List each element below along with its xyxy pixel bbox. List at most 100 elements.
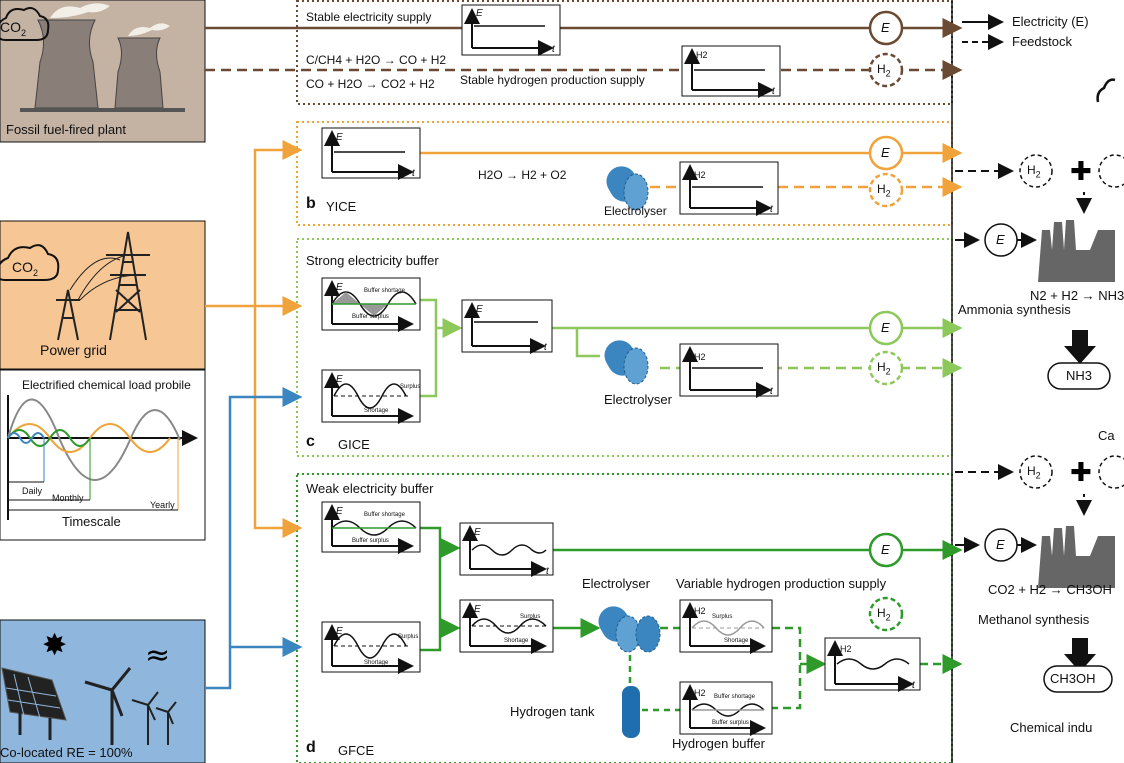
fossil-plant-label: Fossil fuel-fired plant xyxy=(6,122,126,137)
stable-electricity-label: Stable electricity supply xyxy=(306,10,432,24)
electrolysis-reaction: H2O → H2 + O2 xyxy=(478,168,567,182)
gice-box xyxy=(296,238,953,457)
graph-gfce-grid-buffer xyxy=(321,501,421,554)
ammonia-equation: N2 + H2 → NH3 xyxy=(1030,288,1124,303)
shortage-label: Shortage xyxy=(724,638,749,644)
graph-gice-electricity xyxy=(461,299,553,354)
node-e-label: E xyxy=(881,20,890,35)
cloud-icon xyxy=(1096,78,1116,103)
electrolyser-icon xyxy=(606,166,649,211)
stable-hydrogen-label: Stable hydrogen production supply xyxy=(460,73,645,87)
axis-label-h2: H2 xyxy=(694,606,706,616)
strong-buffer-title: Strong electricity buffer xyxy=(306,253,439,268)
node-h2 xyxy=(868,52,904,88)
hydrogen-buffer-label: Hydrogen buffer xyxy=(672,736,765,751)
methanol-equation: CO2 + H2 → CH3OH xyxy=(988,582,1112,597)
graph-gfce-electricity xyxy=(459,522,554,577)
axis-label-t: t xyxy=(546,566,549,577)
cooling-tower-icon xyxy=(114,37,164,109)
axis-label-e: E xyxy=(476,8,483,19)
ch3oh-pill xyxy=(1043,665,1113,693)
axis-label-h2: H2 xyxy=(696,50,708,60)
pylon-icon xyxy=(56,231,150,341)
node-h2 xyxy=(1019,455,1053,489)
axis-label-t: t xyxy=(552,44,555,55)
node-e xyxy=(868,10,904,46)
steam-icon xyxy=(50,3,110,18)
shortage-label: Shortage xyxy=(364,408,389,414)
axis-label-h2: H2 xyxy=(694,688,706,698)
electrolyser-label: Electrolyser xyxy=(604,204,667,218)
ch3oh-label: CH3OH xyxy=(1050,671,1096,686)
down-arrow-icon xyxy=(1064,330,1096,364)
graph-gfce-output xyxy=(824,637,921,692)
plus-icon: ✚ xyxy=(1070,458,1092,488)
node-e-label: E xyxy=(881,320,890,335)
axis-label-e: E xyxy=(474,527,481,538)
chemical-industry-label: Chemical indu xyxy=(1010,720,1093,735)
factory-icon xyxy=(1038,220,1115,282)
node-e-label: E xyxy=(881,145,890,160)
partial-label: Ca xyxy=(1098,428,1115,443)
graph-gfce-h2-buffer xyxy=(679,681,773,736)
wind-turbine-icon xyxy=(84,667,177,745)
re-label: Co-located RE = 100% xyxy=(0,745,133,760)
factory-icon xyxy=(1038,526,1115,588)
cloud-icon xyxy=(0,244,60,281)
panel-letter-c: c xyxy=(306,433,315,450)
wind-icon: ≈ xyxy=(145,638,170,673)
graph-gfce-surplus xyxy=(459,599,554,654)
graph-gice-re xyxy=(321,369,421,424)
node-e-label: E xyxy=(996,232,1005,247)
surplus-label: Surplus xyxy=(400,384,421,390)
electrolyser-label: Electrolyser xyxy=(604,392,672,407)
electrolyser-label: Electrolyser xyxy=(582,576,650,591)
buffer-shortage-label: Buffer shortage xyxy=(364,288,405,294)
axis-label-e: E xyxy=(476,304,483,315)
nh3-pill xyxy=(1047,362,1111,390)
axis-label-e: E xyxy=(336,132,343,143)
buffer-surplus-label: Buffer surplus xyxy=(352,538,389,544)
surplus-label: Surplus xyxy=(520,614,541,620)
surplus-label: Surplus xyxy=(712,614,733,620)
axis-label-e: E xyxy=(336,626,343,637)
node-e xyxy=(868,532,904,568)
axis-label-t: t xyxy=(770,204,773,215)
buffer-shortage-label: Buffer shortage xyxy=(364,512,405,518)
graph-gice-hydrogen xyxy=(679,343,779,398)
buffer-surplus-label: Buffer surplus xyxy=(712,720,749,726)
node-h2 xyxy=(868,350,904,386)
fossil-panel xyxy=(0,0,206,143)
axis-label-t: t xyxy=(772,86,775,97)
down-arrow-icon xyxy=(1064,638,1096,672)
graph-gfce-re xyxy=(321,621,421,674)
nh3-label: NH3 xyxy=(1066,368,1093,383)
axis-label-t: t xyxy=(412,168,415,179)
cloud-icon xyxy=(0,7,50,41)
legend-electricity: Electricity (E) xyxy=(1012,14,1089,29)
axis-label-h2: H2 xyxy=(840,644,852,654)
graph-yice-electricity xyxy=(321,127,421,180)
axis-label-e: E xyxy=(474,604,481,615)
reaction-2: CO + H2O → CO2 + H2 xyxy=(306,77,435,91)
graph-yice-hydrogen xyxy=(679,161,779,216)
plus-icon: ✚ xyxy=(1070,157,1092,187)
axis-label-e: E xyxy=(336,374,343,385)
hydrogen-tank-label: Hydrogen tank xyxy=(510,704,595,719)
weak-buffer-title: Weak electricity buffer xyxy=(306,481,434,496)
electrolyser-icon xyxy=(604,340,649,385)
axis-label-e: E xyxy=(336,282,343,293)
axis-label-h2: H2 xyxy=(694,170,706,180)
gfce-label: GFCE xyxy=(338,743,375,758)
graph-gfce-hydrogen xyxy=(679,599,773,654)
node-h2-label: H2 xyxy=(1027,464,1041,481)
load-profile-panel xyxy=(0,369,206,541)
variable-hydrogen-label: Variable hydrogen production supply xyxy=(676,576,887,591)
load-yearly-label: Yearly xyxy=(150,500,175,510)
shortage-label: Shortage xyxy=(504,638,529,644)
surplus-label: Surplus xyxy=(398,634,419,640)
node-e-label: E xyxy=(881,542,890,557)
hydrogen-tank-icon xyxy=(622,686,640,738)
